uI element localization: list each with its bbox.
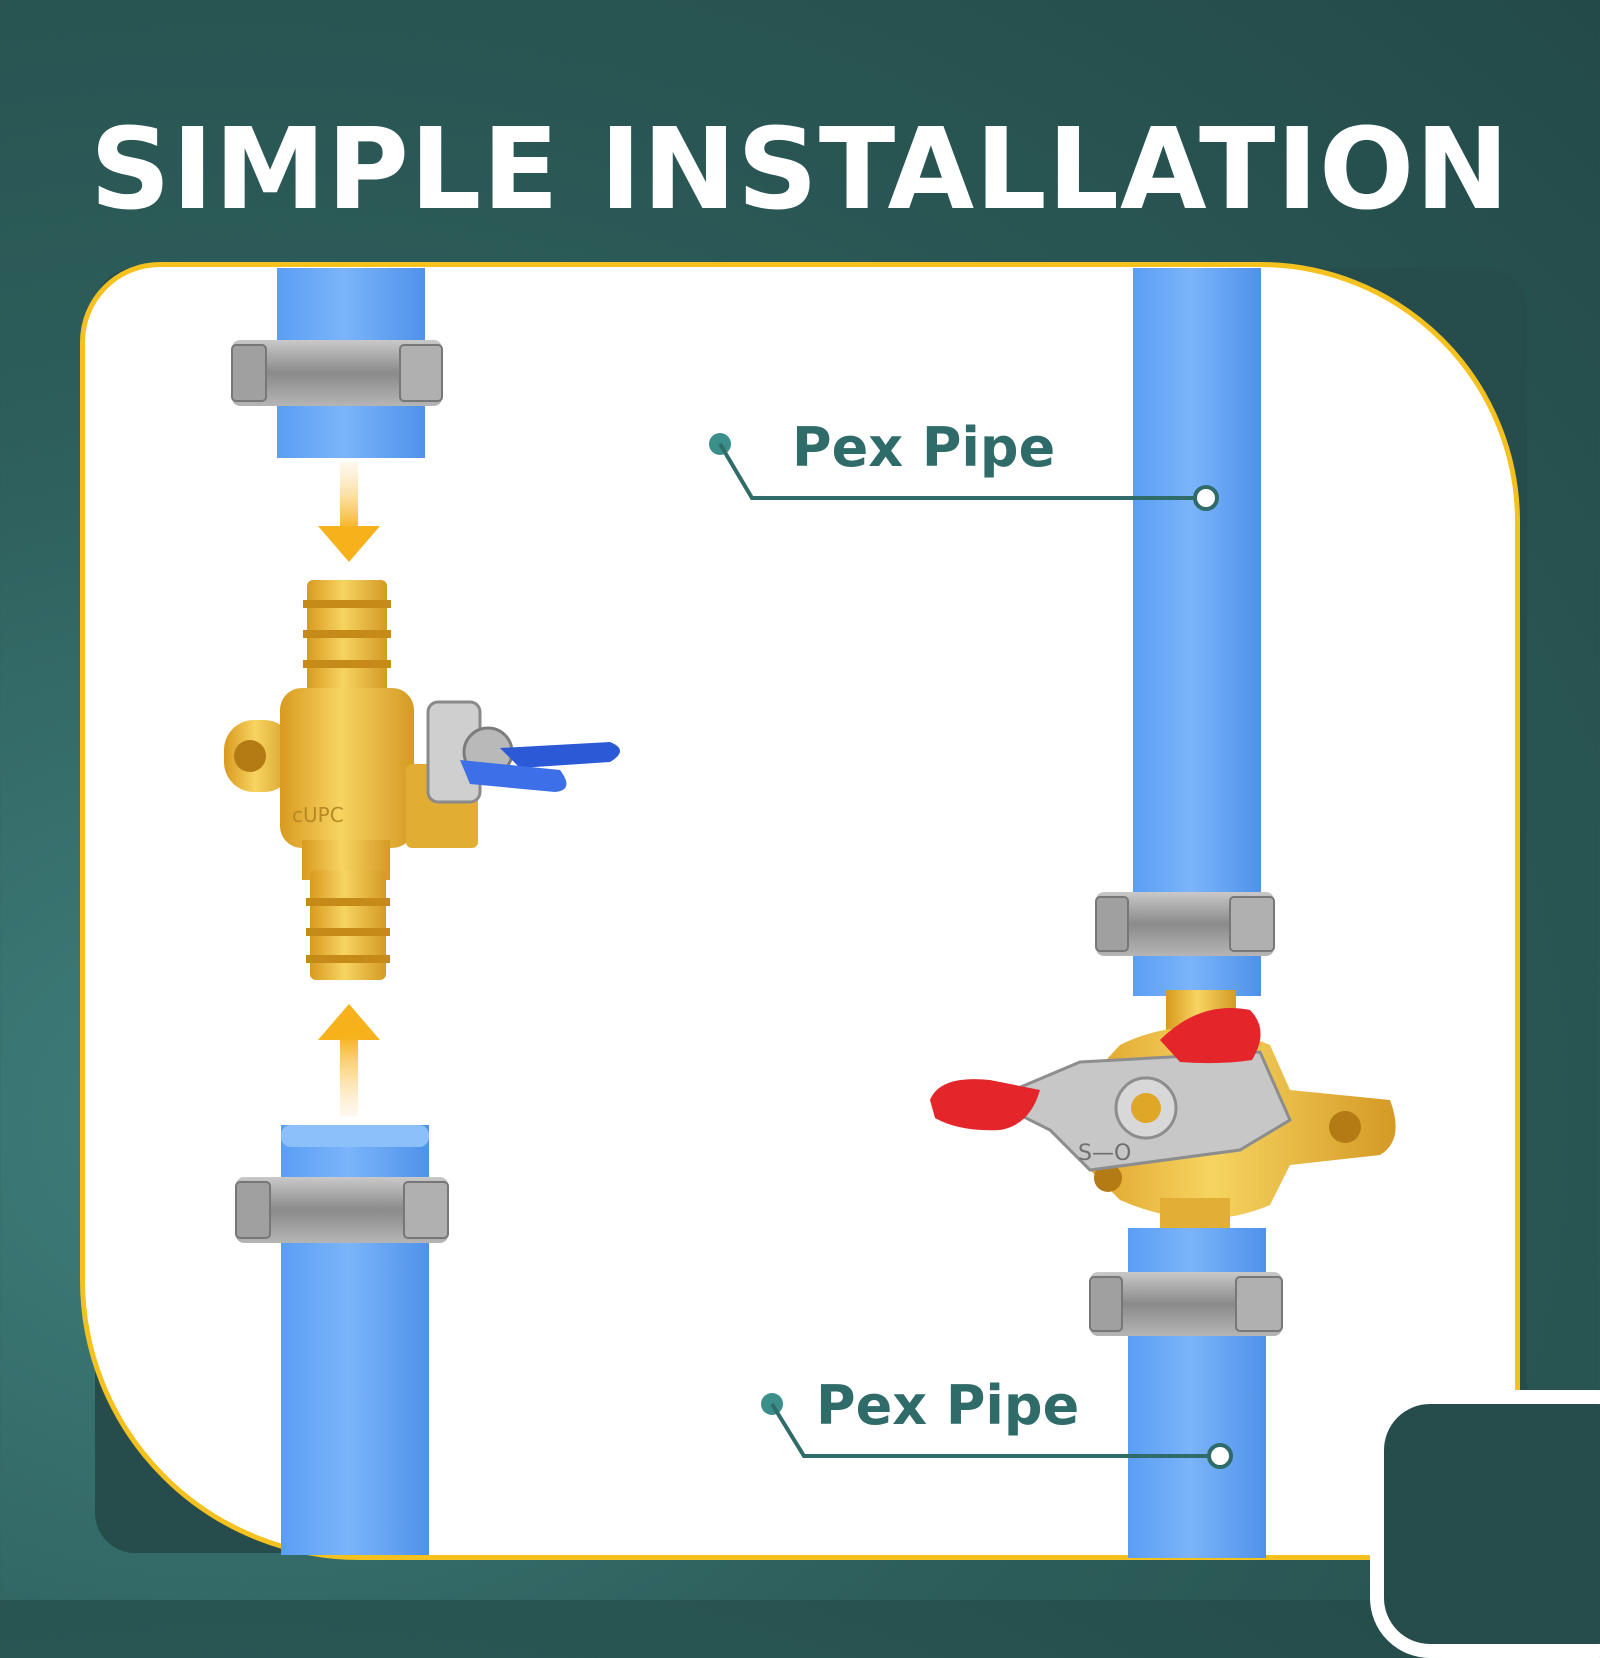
corner-decoration: [1370, 1390, 1600, 1658]
right-bottom-pipe: [1089, 1228, 1283, 1558]
callout-top: [709, 433, 1219, 511]
svg-text:S—O: S—O: [1078, 1141, 1131, 1166]
pex-pipe-label-bottom: Pex Pipe: [816, 1374, 1080, 1437]
illustration: cUPC: [224, 268, 1396, 1558]
pex-pipe-label-top: Pex Pipe: [792, 416, 1056, 479]
left-bottom-pipe: [235, 1125, 449, 1555]
left-bottom-clamp: [235, 1177, 449, 1243]
left-ball-valve: cUPC: [224, 580, 620, 980]
right-top-clamp: [1095, 892, 1275, 956]
left-top-clamp: [231, 340, 443, 406]
right-bottom-clamp: [1089, 1272, 1283, 1336]
right-top-pipe: [1095, 268, 1275, 996]
page-title: SIMPLE INSTALLATION: [90, 105, 1510, 235]
arrow-down-icon: [318, 462, 380, 562]
right-ball-valve: S—O: [930, 990, 1396, 1234]
left-top-pipe: [231, 268, 443, 458]
callout-bottom: [761, 1393, 1233, 1469]
svg-text:cUPC: cUPC: [292, 803, 344, 827]
arrow-up-icon: [318, 1004, 380, 1116]
